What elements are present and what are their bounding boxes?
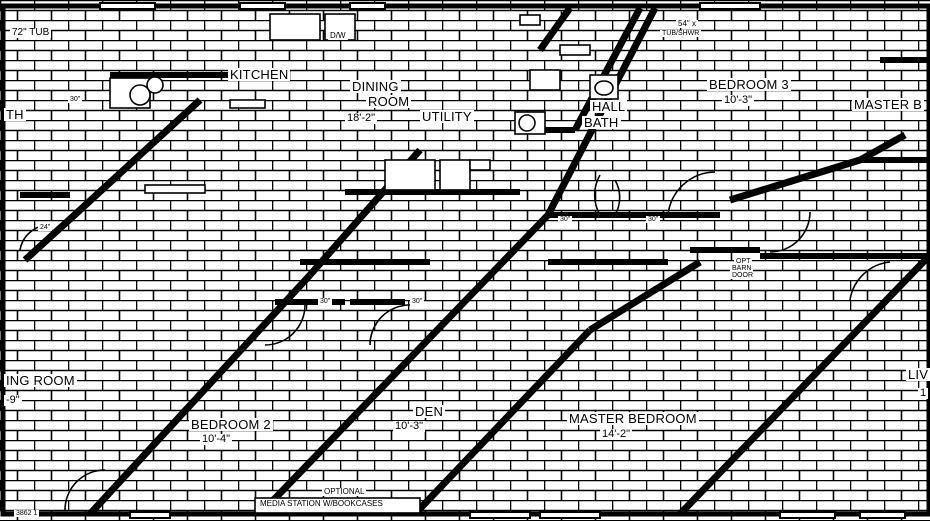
room-hall-bath-label-2: BATH xyxy=(582,115,621,130)
media-station-label: MEDIA STATION W/BOOKCASES xyxy=(258,499,385,508)
room-dining-dimension: 18'-2" xyxy=(345,112,378,124)
door-size-24: 24" xyxy=(38,224,53,231)
room-bedroom2-label: BEDROOM 2 xyxy=(189,417,273,432)
room-master-top-label: MASTER B xyxy=(852,97,925,112)
barn-door-label-1: OPT xyxy=(734,258,753,265)
barn-door-label-3: DOOR xyxy=(730,272,755,279)
room-master-bedroom-dimension: 14'-2" xyxy=(600,428,633,440)
door-size-30-b: 30" xyxy=(646,216,661,223)
tub-rect xyxy=(269,13,321,41)
room-hall-bath-label: HALL xyxy=(590,99,628,114)
tub-shower-label: 54" x xyxy=(676,19,698,28)
room-bedroom3-dimension: 10'-3" xyxy=(722,94,755,106)
door-size-30-a: 30" xyxy=(558,216,573,223)
room-right-edge-label: LIV xyxy=(906,367,930,382)
dishwasher-label: D/W xyxy=(328,31,348,40)
door-size-30-e: 30" xyxy=(68,96,83,103)
door-size-30-d: 30" xyxy=(410,298,425,305)
room-living-label: ING ROOM xyxy=(4,373,77,388)
room-kitchen-label: KITCHEN xyxy=(228,67,291,82)
room-den-dimension: 10'-3" xyxy=(393,420,426,432)
room-utility-label: UTILITY xyxy=(420,109,474,124)
room-dining-label: DINING xyxy=(350,79,401,94)
door-swings xyxy=(19,171,891,511)
room-right-edge-dimension: 1 xyxy=(918,387,929,399)
barn-door-label-2: BARN xyxy=(730,265,754,272)
room-den-label: DEN xyxy=(413,404,446,419)
tub-shower-label-2: TUB/SHWR xyxy=(660,30,702,37)
tub-label: 72" TUB xyxy=(10,27,52,38)
room-bedroom2-dimension: 10'-4" xyxy=(200,433,233,445)
room-master-bedroom-label: MASTER BEDROOM xyxy=(567,411,699,426)
plan-number: 3862 1 xyxy=(14,510,40,517)
windows xyxy=(99,2,906,519)
room-bath-left-label: TH xyxy=(4,107,26,122)
room-dining-label-2: ROOM xyxy=(366,94,412,109)
room-bedroom3-label: BEDROOM 3 xyxy=(707,77,791,92)
door-size-30-c: 30" xyxy=(318,298,333,305)
room-living-dimension: -9" xyxy=(4,394,22,406)
optional-label: OPTIONAL xyxy=(322,487,367,496)
